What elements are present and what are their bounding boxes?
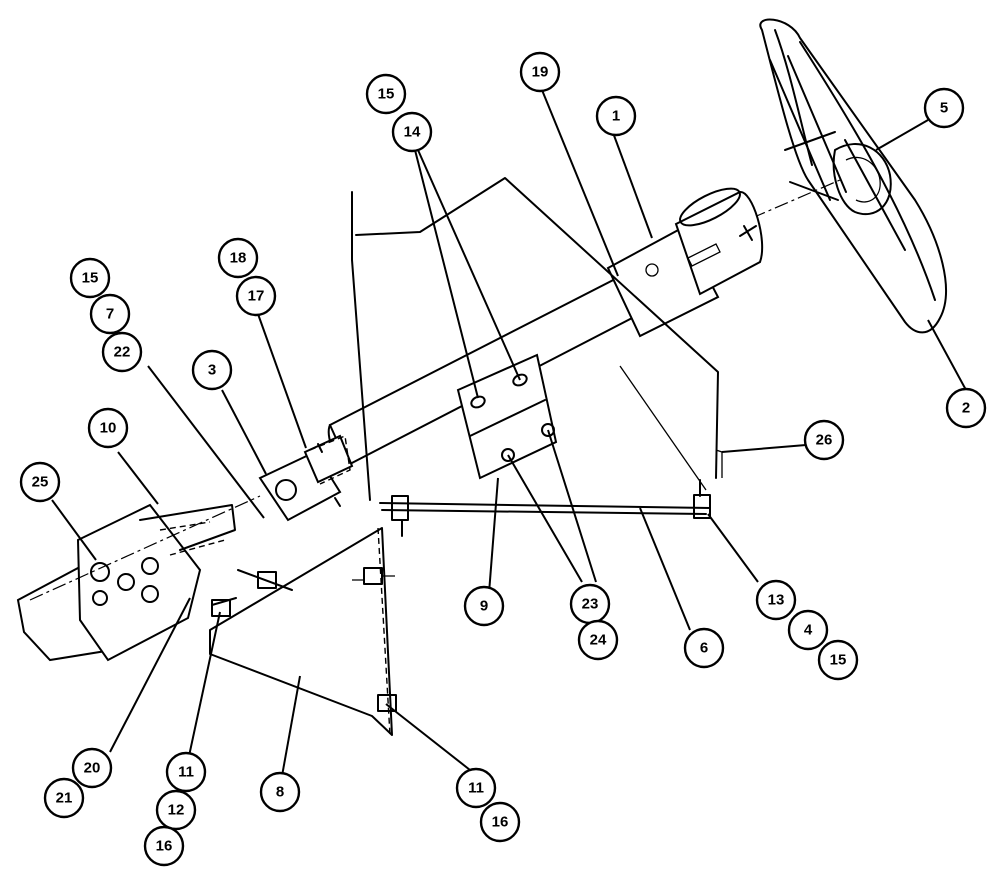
steering-valve	[16, 495, 261, 662]
callout-bubbles: 1 2 3 4 5 6 7 8 9 10 11 11 12 13 14 15 1…	[19, 51, 987, 867]
svg-text:18: 18	[230, 250, 247, 267]
lower-bracket	[209, 527, 397, 736]
callout-5: 5	[923, 87, 965, 129]
callout-2: 2	[945, 387, 987, 429]
svg-text:16: 16	[492, 814, 509, 831]
svg-text:2: 2	[962, 400, 970, 417]
svg-text:4: 4	[804, 622, 813, 639]
svg-text:17: 17	[248, 288, 265, 305]
svg-text:14: 14	[404, 124, 421, 141]
callout-13: 13	[755, 579, 797, 621]
svg-text:9: 9	[480, 598, 488, 615]
svg-text:10: 10	[100, 420, 117, 437]
callout-25: 25	[19, 461, 61, 503]
svg-text:5: 5	[940, 100, 948, 117]
callout-16-right: 16	[479, 801, 521, 843]
svg-text:22: 22	[114, 344, 131, 361]
callout-4: 4	[787, 609, 829, 651]
svg-text:23: 23	[582, 596, 599, 613]
callout-12: 12	[155, 789, 197, 831]
svg-text:1: 1	[612, 108, 620, 125]
callout-16-left: 16	[143, 825, 185, 867]
svg-text:15: 15	[82, 270, 99, 287]
svg-text:13: 13	[768, 592, 785, 609]
callout-18: 18	[217, 237, 259, 279]
callout-9: 9	[463, 585, 505, 627]
svg-text:20: 20	[84, 760, 101, 777]
svg-text:25: 25	[32, 474, 49, 491]
callout-11-left: 11	[165, 751, 207, 793]
callout-3: 3	[191, 349, 233, 391]
svg-text:7: 7	[106, 306, 114, 323]
callout-21: 21	[43, 777, 85, 819]
callout-10: 10	[87, 407, 129, 449]
callout-8: 8	[259, 771, 301, 813]
svg-text:24: 24	[590, 632, 607, 649]
callout-20: 20	[71, 747, 113, 789]
universal-joint	[258, 434, 354, 522]
svg-text:26: 26	[816, 432, 833, 449]
svg-text:6: 6	[700, 640, 708, 657]
callout-15-right: 15	[817, 639, 859, 681]
svg-text:3: 3	[208, 362, 216, 379]
callout-24: 24	[577, 619, 619, 661]
svg-text:15: 15	[378, 86, 395, 103]
callout-19: 19	[519, 51, 561, 93]
svg-text:8: 8	[276, 784, 284, 801]
svg-text:21: 21	[56, 790, 73, 807]
bracket-arm	[379, 479, 711, 537]
mount-plate	[456, 353, 707, 491]
svg-text:11: 11	[468, 780, 484, 797]
callout-7: 7	[89, 293, 131, 335]
leader-lines	[51, 89, 967, 777]
svg-text:16: 16	[156, 838, 173, 855]
callout-23: 23	[569, 583, 611, 625]
callout-15-top: 15	[365, 73, 407, 115]
callout-22: 22	[101, 331, 143, 373]
callout-11-right: 11	[455, 767, 497, 809]
steering-wheel	[751, 18, 947, 334]
svg-text:12: 12	[168, 802, 185, 819]
callout-6: 6	[683, 627, 725, 669]
callout-1: 1	[595, 95, 637, 137]
callout-26: 26	[803, 419, 845, 461]
svg-text:19: 19	[532, 64, 549, 81]
callout-17: 17	[235, 275, 277, 317]
svg-text:15: 15	[830, 652, 847, 669]
svg-text:11: 11	[178, 764, 194, 781]
callout-15-left: 15	[69, 257, 111, 299]
callout-14: 14	[391, 111, 433, 153]
